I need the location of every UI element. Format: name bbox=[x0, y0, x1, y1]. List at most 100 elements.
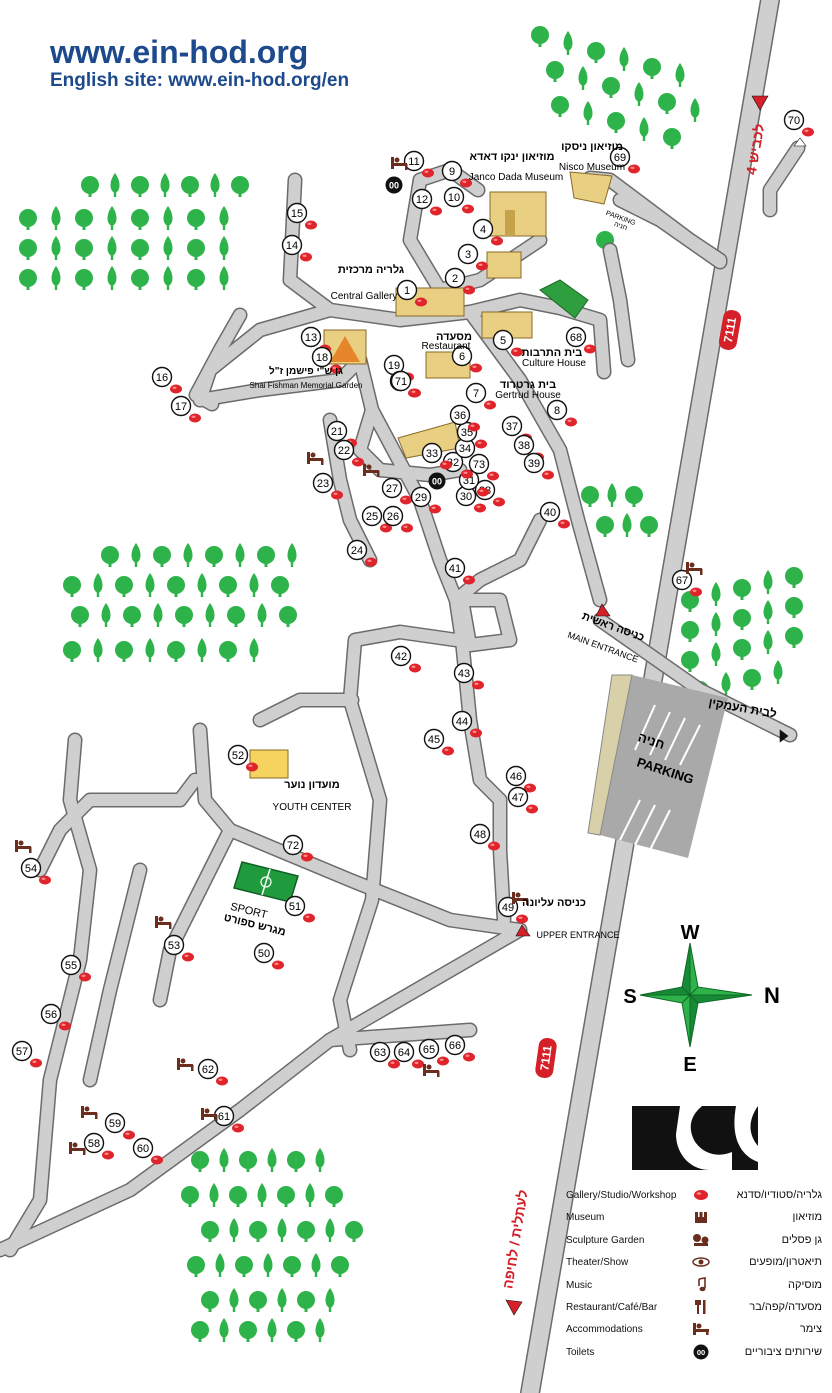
marker-number: 27 bbox=[386, 483, 398, 495]
marker-62[interactable]: 62 bbox=[197, 1058, 229, 1086]
marker-22[interactable]: 22 bbox=[333, 439, 365, 467]
arrow-icon bbox=[515, 924, 531, 937]
header: www.ein-hod.org English site: www.ein-ho… bbox=[50, 34, 349, 92]
marker-50[interactable]: 50 bbox=[253, 942, 285, 970]
marker-59[interactable]: 59 bbox=[104, 1112, 136, 1140]
marker-8[interactable]: 8 bbox=[546, 399, 578, 427]
marker-34[interactable]: 34 bbox=[454, 437, 486, 465]
janco-he: מוזיאון ינקו דאדא bbox=[469, 151, 554, 163]
marker-number: 40 bbox=[544, 507, 556, 519]
gallery-icon bbox=[802, 127, 814, 137]
marker-64[interactable]: 64 bbox=[393, 1041, 425, 1069]
marker-3[interactable]: 3 bbox=[457, 243, 489, 271]
marker-43[interactable]: 43 bbox=[453, 662, 485, 690]
marker-45[interactable]: 45 bbox=[423, 728, 455, 756]
tree bbox=[115, 576, 133, 597]
marker-18[interactable]: 18 bbox=[311, 346, 343, 374]
marker-number: 30 bbox=[460, 491, 472, 503]
road-segment bbox=[456, 594, 516, 651]
tree bbox=[107, 266, 117, 290]
marker-15[interactable]: 15 bbox=[286, 202, 318, 230]
marker-36[interactable]: 36 bbox=[449, 404, 481, 432]
marker-70[interactable]: 70 bbox=[783, 109, 815, 137]
tree bbox=[219, 266, 229, 290]
marker-60[interactable]: 60 bbox=[132, 1137, 164, 1165]
marker-51[interactable]: 51 bbox=[284, 895, 316, 923]
marker-56[interactable]: 56 bbox=[40, 1003, 72, 1031]
marker-7[interactable]: 7 bbox=[465, 382, 497, 410]
marker-5[interactable]: 5 bbox=[492, 329, 524, 357]
marker-17[interactable]: 17 bbox=[170, 395, 202, 423]
marker-30[interactable]: 30 bbox=[455, 485, 487, 513]
marker-41[interactable]: 41 bbox=[444, 557, 476, 585]
marker-33[interactable]: 33 bbox=[421, 442, 453, 470]
marker-27[interactable]: 27 bbox=[381, 477, 413, 505]
marker-16[interactable]: 16 bbox=[151, 366, 183, 394]
marker-54[interactable]: 54 bbox=[20, 857, 52, 885]
marker-number: 43 bbox=[458, 668, 470, 680]
marker-26[interactable]: 26 bbox=[382, 505, 414, 533]
marker-42[interactable]: 42 bbox=[390, 645, 422, 673]
marker-65[interactable]: 65 bbox=[418, 1038, 450, 1066]
marker-number: 70 bbox=[788, 115, 800, 127]
marker-13[interactable]: 13 bbox=[300, 326, 332, 354]
tree bbox=[101, 546, 119, 567]
tree bbox=[277, 1288, 287, 1312]
tree bbox=[287, 543, 297, 567]
marker-73[interactable]: 73 bbox=[468, 453, 500, 481]
marker-61[interactable]: 61 bbox=[213, 1105, 245, 1133]
marker-23[interactable]: 23 bbox=[312, 472, 344, 500]
marker-38[interactable]: 38 bbox=[513, 434, 545, 462]
marker-52[interactable]: 52 bbox=[227, 744, 259, 772]
marker-44[interactable]: 44 bbox=[451, 710, 483, 738]
gallery-icon bbox=[463, 575, 475, 585]
marker-11[interactable]: 11 bbox=[403, 150, 435, 178]
marker-25[interactable]: 25 bbox=[361, 505, 393, 533]
marker-9[interactable]: 9 bbox=[441, 160, 473, 188]
accommodation-icon bbox=[201, 1108, 218, 1121]
marker-72[interactable]: 72 bbox=[282, 834, 314, 862]
marker-66[interactable]: 66 bbox=[444, 1034, 476, 1062]
marker-53[interactable]: 53 bbox=[163, 934, 195, 962]
marker-29[interactable]: 29 bbox=[410, 486, 442, 514]
marker-55[interactable]: 55 bbox=[60, 954, 92, 982]
marker-2[interactable]: 2 bbox=[444, 267, 476, 295]
road-segment bbox=[194, 724, 526, 936]
marker-24[interactable]: 24 bbox=[346, 539, 378, 567]
tree bbox=[607, 112, 625, 133]
marker-67[interactable]: 67 bbox=[671, 569, 703, 597]
gallery-icon bbox=[409, 388, 421, 398]
gallery-icon bbox=[401, 523, 413, 533]
marker-71[interactable]: 71 bbox=[390, 370, 422, 398]
marker-number: 46 bbox=[510, 771, 522, 783]
gallery-icon bbox=[628, 164, 640, 174]
tree bbox=[235, 1256, 253, 1277]
culture-house-he: בית התרבות bbox=[522, 347, 583, 359]
site-url[interactable]: www.ein-hod.org bbox=[50, 34, 309, 70]
marker-1[interactable]: 1 bbox=[396, 279, 428, 307]
marker-40[interactable]: 40 bbox=[539, 501, 571, 529]
marker-21[interactable]: 21 bbox=[326, 420, 358, 448]
marker-12[interactable]: 12 bbox=[411, 188, 443, 216]
marker-6[interactable]: 6 bbox=[451, 345, 483, 373]
marker-63[interactable]: 63 bbox=[369, 1041, 401, 1069]
marker-10[interactable]: 10 bbox=[443, 186, 475, 214]
tree bbox=[131, 176, 149, 197]
marker-39[interactable]: 39 bbox=[523, 452, 555, 480]
marker-69[interactable]: 69 bbox=[609, 146, 641, 174]
marker-57[interactable]: 57 bbox=[11, 1040, 43, 1068]
tree bbox=[325, 1186, 343, 1207]
toilet-marker[interactable]: 00 bbox=[428, 472, 446, 490]
marker-46[interactable]: 46 bbox=[505, 765, 537, 793]
marker-48[interactable]: 48 bbox=[469, 823, 501, 851]
toilet-marker[interactable]: 00 bbox=[385, 176, 403, 194]
marker-47[interactable]: 47 bbox=[507, 786, 539, 814]
marker-4[interactable]: 4 bbox=[472, 218, 504, 246]
marker-68[interactable]: 68 bbox=[565, 326, 597, 354]
english-site-url[interactable]: English site: www.ein-hod.org/en bbox=[50, 70, 350, 91]
marker-37[interactable]: 37 bbox=[501, 415, 533, 443]
marker-14[interactable]: 14 bbox=[281, 234, 313, 262]
marker-number: 66 bbox=[449, 1040, 461, 1052]
tree bbox=[51, 236, 61, 260]
marker-58[interactable]: 58 bbox=[83, 1132, 115, 1160]
